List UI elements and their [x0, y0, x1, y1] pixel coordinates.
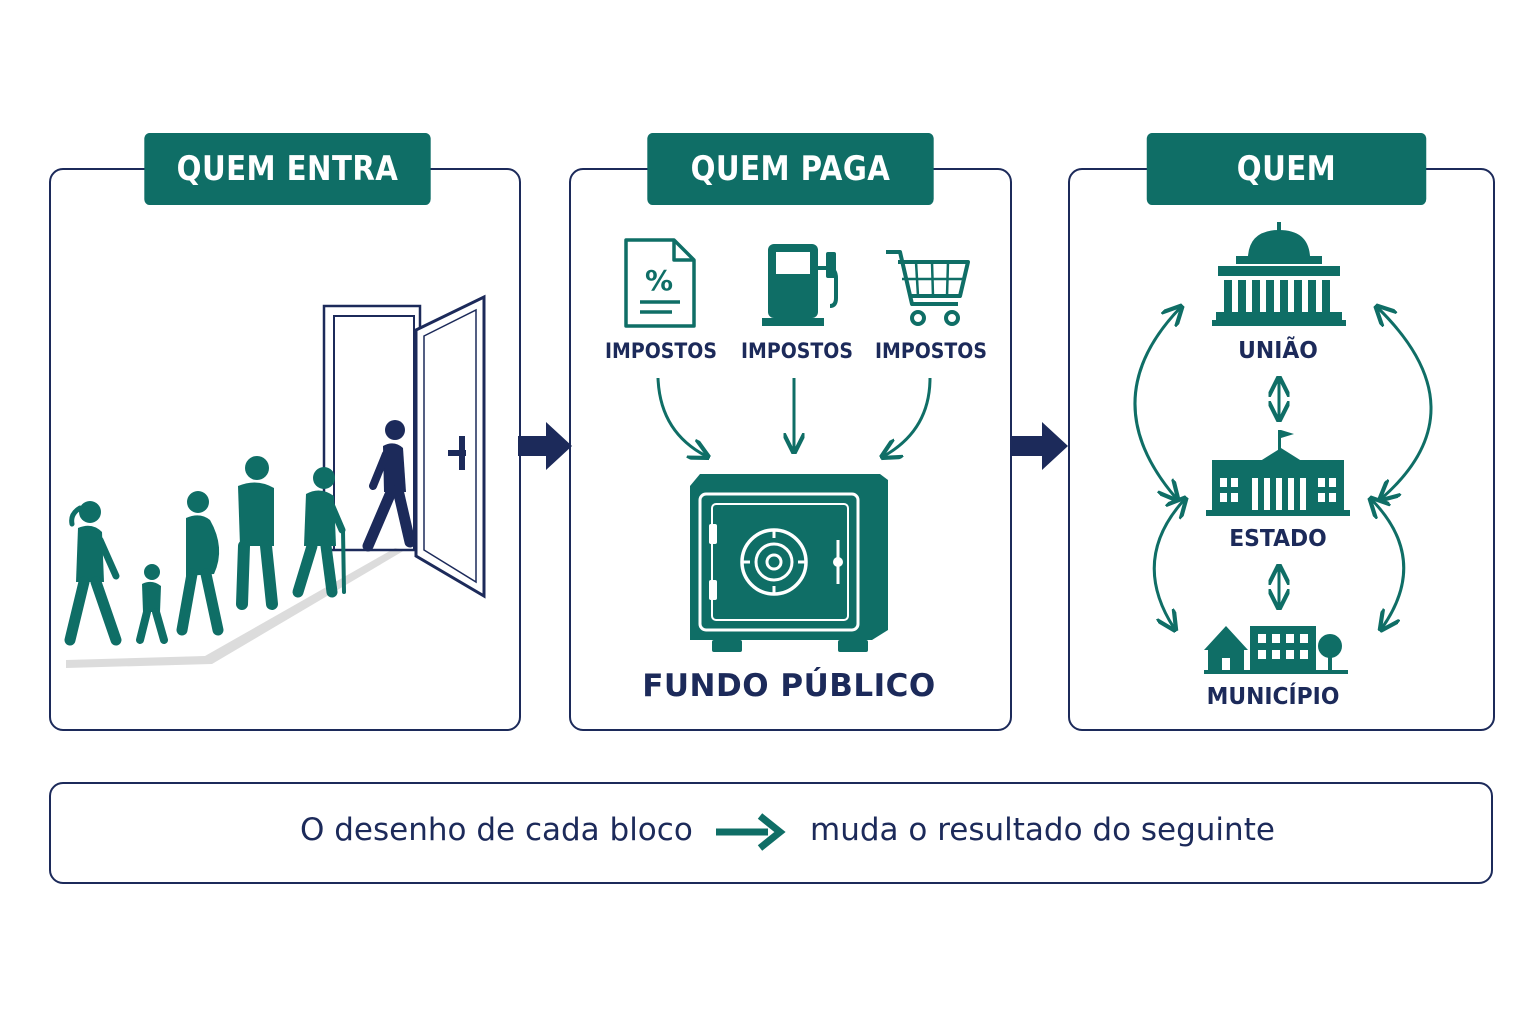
header-quem-entra: QUEM ENTRA — [144, 133, 431, 205]
summary-box — [49, 782, 1493, 884]
summary-arrow-icon — [716, 813, 786, 851]
tax-flow-arrow-right — [884, 377, 932, 456]
header-quem-paga: QUEM PAGA — [647, 133, 934, 205]
adult-man-icon — [236, 456, 278, 610]
pregnant-woman-icon — [176, 491, 224, 636]
curve-arrow-left-inner — [1152, 500, 1184, 628]
town-hall-icon — [1204, 626, 1348, 674]
curve-arrow-right-outer — [1378, 308, 1433, 498]
tax-label: IMPOSTOS — [875, 339, 987, 363]
fuel-pump-icon — [762, 244, 838, 326]
tax-label: IMPOSTOS — [741, 339, 853, 363]
woman-walking-icon — [64, 501, 122, 646]
elderly-person-icon — [292, 467, 346, 598]
fund-label: FUNDO PÚBLICO — [642, 668, 936, 704]
capitol-icon — [1212, 222, 1346, 326]
summary-right-text: muda o resultado do seguinte — [810, 812, 1275, 848]
state-building-icon — [1206, 430, 1350, 516]
person-entering-icon — [362, 420, 416, 552]
curve-arrow-left-outer — [1133, 308, 1180, 498]
header-quem-organiza: QUEM ORGANIZA — [1146, 133, 1427, 261]
tax-flow-arrow-left — [656, 377, 706, 456]
shopping-cart-icon — [886, 250, 970, 326]
safe-icon — [690, 474, 888, 652]
open-door-icon — [322, 294, 486, 599]
child-icon — [136, 564, 168, 644]
summary-left-text: O desenho de cada bloco — [300, 812, 693, 848]
walkway-path — [66, 548, 405, 668]
tax-document-icon: % — [624, 238, 696, 328]
svg-text:%: % — [645, 264, 673, 297]
tax-label: IMPOSTOS — [605, 339, 717, 363]
flow-arrow-right-icon — [1010, 422, 1068, 470]
municipio-label: MUNICÍPIO — [1206, 684, 1340, 710]
curve-arrow-right-inner — [1372, 500, 1406, 628]
estado-label: ESTADO — [1229, 526, 1327, 552]
uniao-label: UNIÃO — [1238, 338, 1318, 364]
flow-arrow-right-icon — [518, 422, 572, 470]
